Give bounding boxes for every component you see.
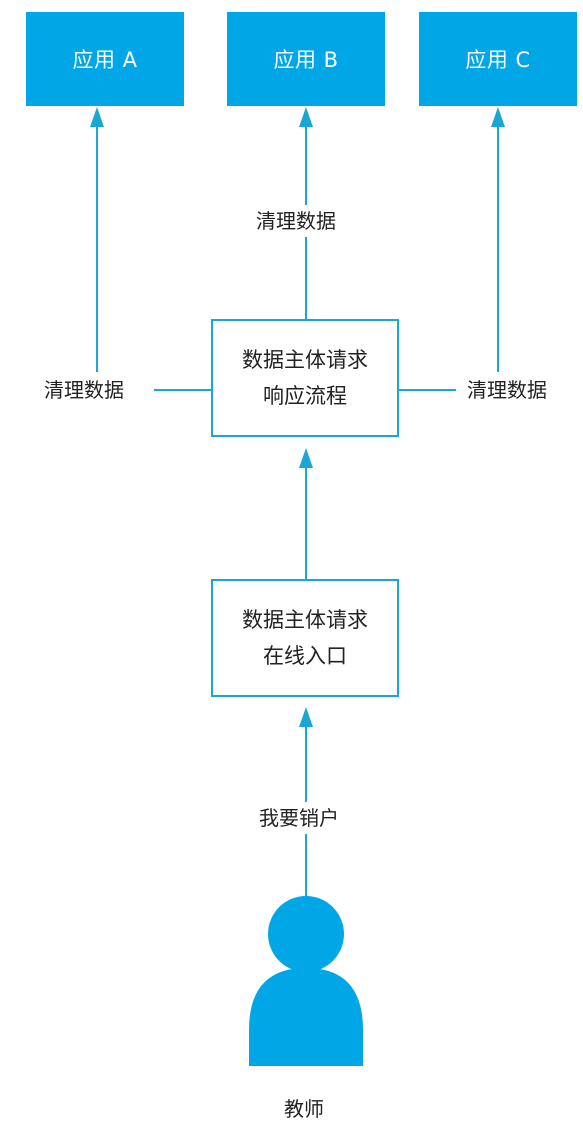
edge-label-request: 我要销户 [259,802,339,834]
edge-label-clean-right: 清理数据 [467,376,547,404]
app-box-a: 应用 A [26,12,184,106]
respond-process-line1: 数据主体请求 [242,348,368,372]
app-b-label: 应用 B [273,48,339,72]
app-c-label: 应用 C [465,48,531,72]
arrowhead-to-entry [299,707,313,727]
edge-label-clean-left: 清理数据 [44,376,124,404]
app-box-b: 应用 B [227,12,385,106]
entry-process-line2: 在线入口 [263,644,347,668]
entry-process-box: 数据主体请求 在线入口 [211,579,399,697]
app-a-label: 应用 A [72,48,138,72]
arrowhead-to-respond [299,448,313,468]
app-box-c: 应用 C [419,12,577,106]
respond-process-box: 数据主体请求 响应流程 [211,319,399,437]
respond-process-line2: 响应流程 [263,384,347,408]
arrowhead-to-app-a [90,107,104,127]
actor-label: 教师 [284,1095,324,1123]
arrowhead-to-app-c [491,107,505,127]
entry-process-line1: 数据主体请求 [242,608,368,632]
person-icon [249,896,363,1066]
edge-label-clean-middle: 清理数据 [256,205,336,237]
arrowhead-to-app-b [299,107,313,127]
